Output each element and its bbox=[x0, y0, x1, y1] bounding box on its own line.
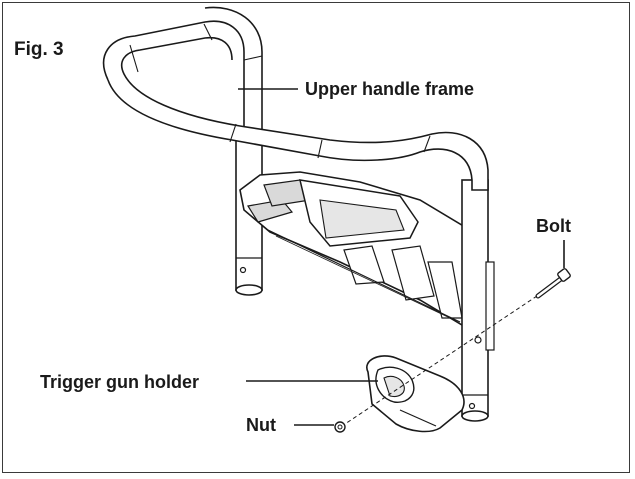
label-bolt: Bolt bbox=[536, 216, 571, 236]
nut bbox=[334, 421, 346, 433]
label-nut: Nut bbox=[246, 415, 276, 435]
assembly-axis-dashed bbox=[344, 295, 538, 425]
label-trigger-gun-holder: Trigger gun holder bbox=[40, 372, 200, 392]
bolt bbox=[535, 268, 571, 299]
handle-base-bracket bbox=[239, 171, 476, 327]
right-upright-tube bbox=[461, 179, 495, 422]
upper-handle-tube bbox=[102, 6, 489, 191]
figure-title: Fig. 3 bbox=[14, 39, 64, 60]
label-upper-handle-frame: Upper handle frame bbox=[305, 79, 475, 99]
trigger-gun-holder bbox=[366, 355, 465, 433]
